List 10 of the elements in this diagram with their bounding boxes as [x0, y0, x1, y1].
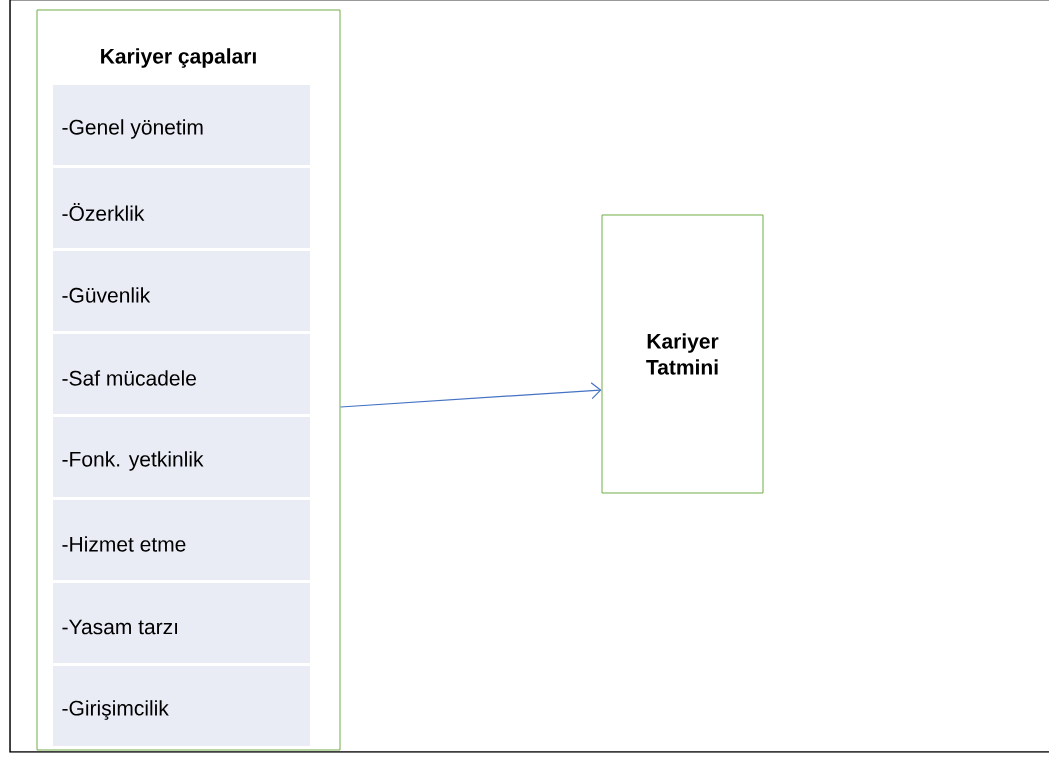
list-cell: -Hizmet etme	[53, 500, 310, 580]
arrow	[339, 382, 602, 408]
list-cell: -Fonk. yetkinlik	[53, 417, 310, 497]
list-cell: -Güvenlik	[53, 251, 310, 331]
outcome-box: Kariyer Tatmini	[601, 214, 764, 494]
list-cell: -Genel yönetim	[53, 85, 310, 165]
list-cell: -Özerklik	[53, 168, 310, 248]
list-cell: -Yasam tarzı	[53, 583, 310, 663]
list-cell: -Saf mücadele	[53, 334, 310, 414]
list-cell: -Girişimcilik	[53, 666, 310, 746]
